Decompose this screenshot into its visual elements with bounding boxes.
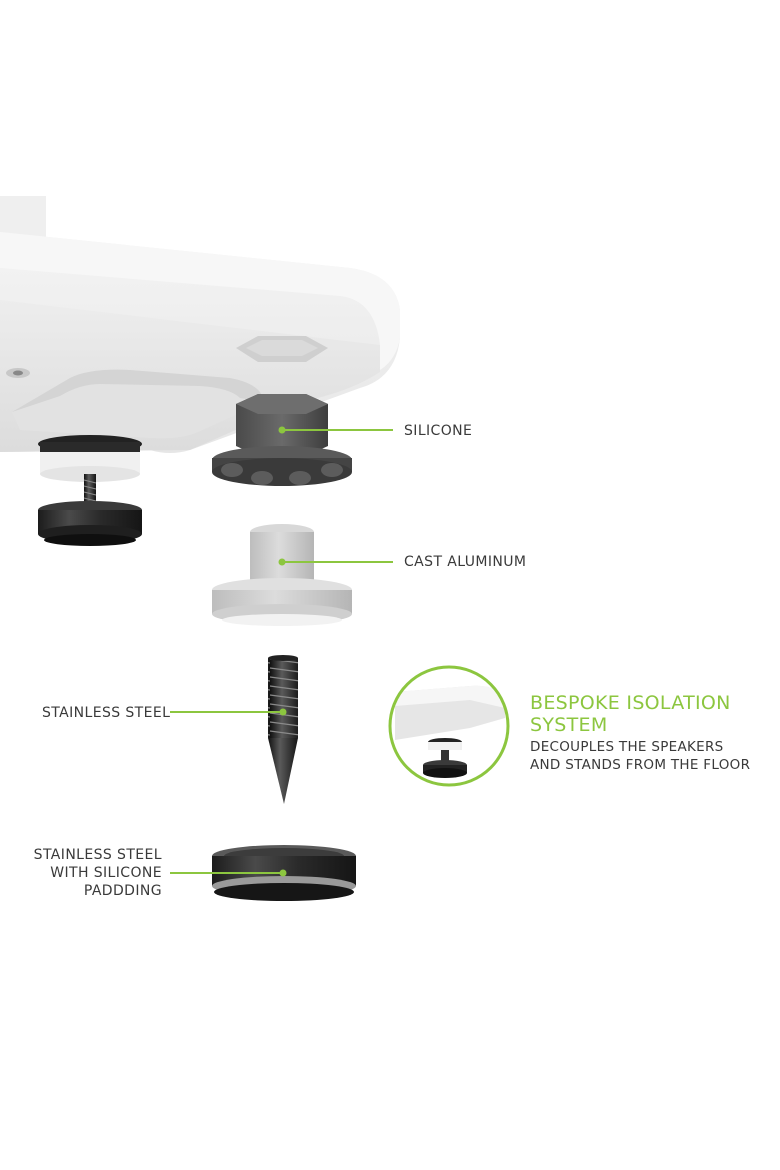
leader-lines xyxy=(170,426,393,877)
stand-plate-illustration xyxy=(0,196,400,453)
callout-description-line-2: AND STANDS FROM THE FLOOR xyxy=(530,757,751,773)
label-cast-aluminum: CAST ALUMINUM xyxy=(404,554,527,570)
isolation-pad xyxy=(212,845,356,901)
callout-description: DECOUPLES THE SPEAKERS AND STANDS FROM T… xyxy=(530,738,770,774)
callout-description-line-1: DECOUPLES THE SPEAKERS xyxy=(530,739,724,755)
callout-headline-line-2: SYSTEM xyxy=(530,714,608,736)
leader-dot-steel xyxy=(279,708,287,716)
label-pad-line-2: WITH SILICONE xyxy=(50,865,162,881)
callout-circle xyxy=(388,665,510,787)
silicone-nut xyxy=(212,394,352,486)
callout-headline: BESPOKE ISOLATION SYSTEM xyxy=(530,692,770,736)
stainless-spike xyxy=(268,655,298,804)
label-pad-line-1: STAINLESS STEEL xyxy=(33,847,162,863)
label-silicone: SILICONE xyxy=(404,423,473,439)
label-stainless-steel-pad: STAINLESS STEEL WITH SILICONE PADDDING xyxy=(30,846,162,900)
leader-dot-silicone xyxy=(278,426,286,434)
leader-dot-cast xyxy=(278,558,286,566)
label-pad-line-3: PADDDING xyxy=(83,883,162,899)
assembled-foot xyxy=(38,435,142,546)
label-stainless-steel: STAINLESS STEEL xyxy=(42,705,171,721)
callout-headline-line-1: BESPOKE ISOLATION xyxy=(530,692,731,714)
leader-dot-pad xyxy=(279,869,287,877)
cast-aluminum-cup xyxy=(212,524,352,626)
